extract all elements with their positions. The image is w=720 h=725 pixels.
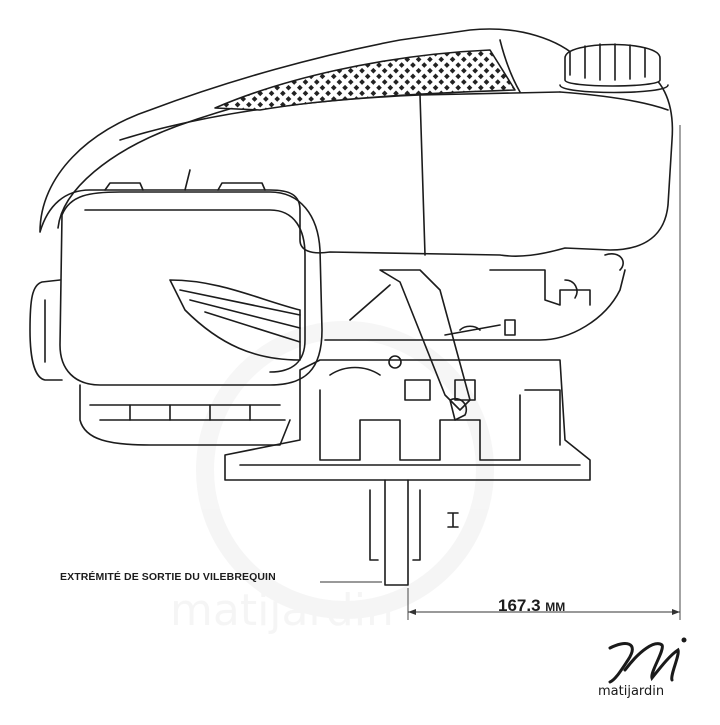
dimension-unit: MM: [545, 600, 566, 614]
air-filter-housing: [59, 191, 323, 386]
crankshaft-output-label: EXTRÉMITÉ DE SORTIE DU VILEBREQUIN: [60, 571, 276, 583]
svg-text:matijardin: matijardin: [170, 585, 394, 636]
watermark-logo: matijardin: [170, 321, 494, 636]
brand-logo-icon: [608, 637, 687, 684]
crankshaft-output: [384, 479, 409, 586]
top-shroud: [39, 28, 674, 257]
dimension-label: 167.3 MM: [498, 596, 565, 616]
dimension-value: 167.3: [498, 596, 541, 615]
brand-name: matijardin: [598, 684, 665, 699]
engine-block: [224, 359, 591, 481]
fuel-cap: [559, 43, 669, 94]
side-knob: [29, 279, 63, 381]
air-grille: [214, 49, 516, 111]
